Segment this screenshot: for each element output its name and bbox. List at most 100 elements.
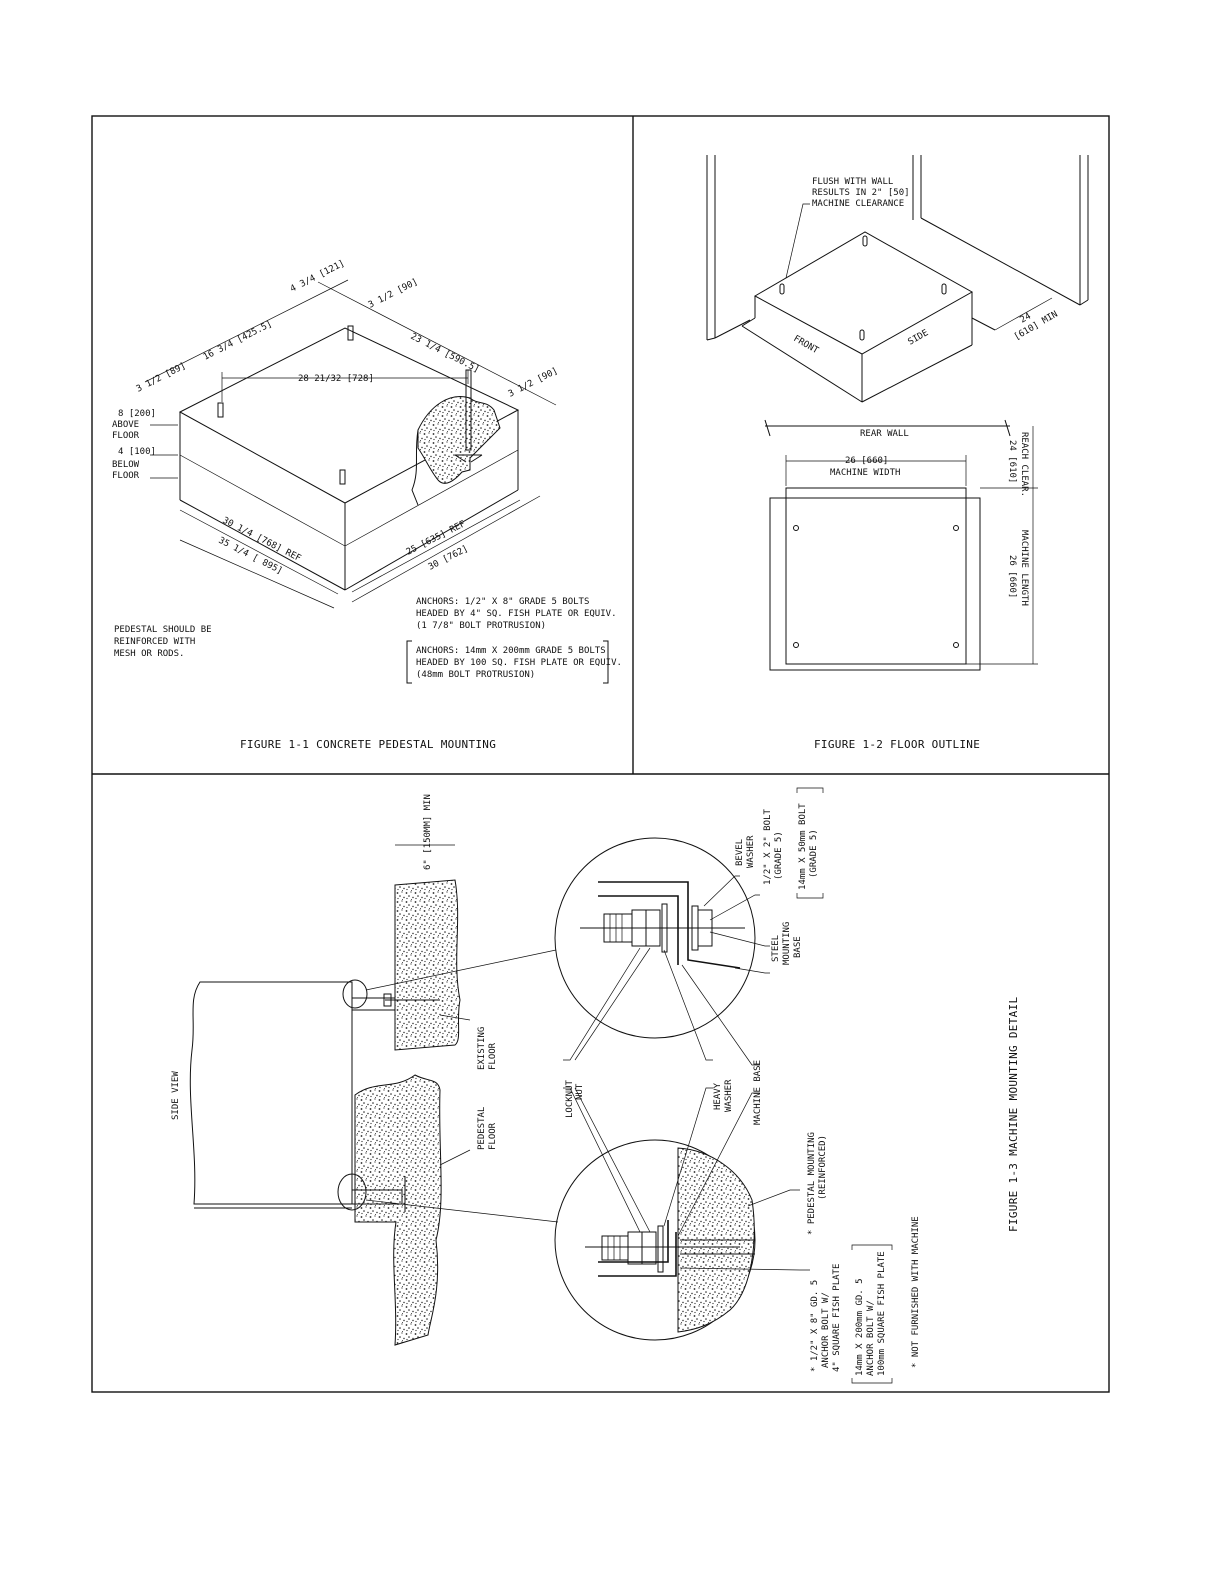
anchors-imperial-line: HEADED BY 4" SQ. FISH PLATE OR EQUIV.: [416, 609, 616, 619]
dim-24-min: 24 [610] MIN: [994, 297, 1060, 343]
anchor-imperial-line: ANCHOR BOLT W/: [821, 1292, 831, 1368]
anchor-bolt-symbols: [217, 325, 483, 485]
bolt-metric-line: (GRADE 5): [809, 829, 819, 878]
anchor-metric-line: ANCHOR BOLT W/: [866, 1300, 876, 1376]
side-view-label: SIDE VIEW: [171, 1071, 181, 1120]
machine-width-label: MACHINE WIDTH: [830, 468, 900, 478]
dim-above-value: 8 [200]: [118, 409, 156, 419]
fig1-dimension-lines: [144, 279, 557, 609]
pedestal-floor-line: FLOOR: [488, 1122, 498, 1150]
dim-below-value: 4 [100]: [118, 447, 156, 457]
pedestal-mounting-line: (REINFORCED): [818, 1135, 828, 1200]
pedestal-note-line: REINFORCED WITH: [114, 637, 195, 647]
dim-30: 30 [762]: [427, 544, 470, 573]
existing-floor-line: FLOOR: [488, 1042, 498, 1070]
existing-floor-label: EXISTING FLOOR: [477, 1027, 498, 1070]
machine-base-label: MACHINE BASE: [753, 1060, 763, 1125]
machine-length-value: 26 [660]: [1007, 555, 1017, 598]
bevel-washer-line: WASHER: [746, 835, 756, 868]
locknut-label: LOCKNUT: [565, 1079, 575, 1118]
pedestal-note-line: PEDESTAL SHOULD BE: [114, 625, 212, 635]
dim-4-3-4: 4 3/4 [121]: [289, 259, 347, 295]
anchor-imperial-line: * 1/2" X 8" GD. 5: [810, 1280, 820, 1372]
figure-1-2-floor-outline: FRONT SIDE FLUSH WITH WALL RESULTS IN 2"…: [706, 155, 1089, 751]
anchors-imperial-line: (1 7/8" BOLT PROTRUSION): [416, 621, 546, 631]
dim-below-label-2: FLOOR: [112, 471, 140, 481]
dim-23-1-4: 23 1/4 [590.5]: [409, 332, 481, 375]
heavy-washer-label: HEAVY WASHER: [713, 1079, 734, 1112]
figure-1-2-caption: FIGURE 1-2 FLOOR OUTLINE: [814, 738, 980, 751]
figure-1-1-caption: FIGURE 1-1 CONCRETE PEDESTAL MOUNTING: [240, 738, 496, 751]
dim-3-1-2-right: 3 1/2 [90]: [507, 366, 560, 400]
side-label: SIDE: [907, 328, 931, 348]
anchors-metric-line: HEADED BY 100 SQ. FISH PLATE OR EQUIV.: [416, 658, 622, 668]
dim-6-min: 6" [150MM] MIN: [423, 794, 433, 870]
existing-floor-slab: 6" [150MM] MIN: [342, 794, 461, 1051]
heavy-washer-line: HEAVY: [713, 1082, 723, 1110]
anchors-metric-note: ANCHORS: 14mm X 200mm GRADE 5 BOLTS HEAD…: [406, 640, 622, 684]
dim-above-label-2: FLOOR: [112, 431, 140, 441]
detail-circle-upper: [554, 837, 756, 1039]
figure-1-3-caption: FIGURE 1-3 MACHINE MOUNTING DETAIL: [1007, 997, 1020, 1232]
dim-24-min-unit: [610] MIN: [1013, 310, 1060, 343]
anchor-metric-line: 100mm SQUARE FISH PLATE: [877, 1251, 887, 1376]
bolt-metric-label: 14mm X 50mm BOLT (GRADE 5): [796, 787, 824, 899]
callout-leaders: [563, 875, 810, 1271]
existing-floor-line: EXISTING: [477, 1027, 487, 1070]
anchor-imperial-label: * 1/2" X 8" GD. 5 ANCHOR BOLT W/ 4" SQUA…: [810, 1264, 842, 1372]
bevel-washer-line: BEVEL: [735, 839, 745, 866]
figure-1-1-pedestal: 4 3/4 [121] 3 1/2 [90] 16 3/4 [425.5] 23…: [112, 259, 622, 751]
front-label: FRONT: [792, 334, 821, 356]
machine-side-view: SIDE VIEW: [171, 981, 353, 1209]
flush-note: FLUSH WITH WALL RESULTS IN 2" [50] MACHI…: [785, 177, 910, 279]
anchor-metric-line: 14mm X 200mm GD. 5: [855, 1278, 865, 1376]
sheet-frame: [91, 115, 1110, 1393]
bevel-washer-label: BEVEL WASHER: [735, 835, 756, 868]
steel-base-line: BASE: [793, 936, 803, 958]
bolt-imperial-label: 1/2" X 2" BOLT (GRADE 5): [763, 809, 784, 885]
dim-above-label-1: ABOVE: [112, 420, 139, 430]
pedestal-floor-label: PEDESTAL FLOOR: [477, 1107, 498, 1150]
nut-label: NUT: [575, 1083, 585, 1100]
bolt-imperial-line: (GRADE 5): [774, 831, 784, 880]
heavy-washer-line: WASHER: [724, 1079, 734, 1112]
dim-24-min-value: 24: [1019, 312, 1033, 326]
steel-base-line: MOUNTING: [782, 922, 792, 965]
pedestal-floor-line: PEDESTAL: [477, 1107, 487, 1150]
anchors-metric-line: ANCHORS: 14mm X 200mm GRADE 5 BOLTS: [416, 646, 606, 656]
steel-mounting-base-label: STEEL MOUNTING BASE: [771, 922, 803, 965]
pedestal-floor-slab: [337, 1074, 442, 1346]
pedestal-block: [178, 327, 520, 591]
anchor-metric-label: 14mm X 200mm GD. 5 ANCHOR BOLT W/ 100mm …: [851, 1244, 893, 1384]
figure-1-3-mounting-detail: SIDE VIEW 6" [150MM] MIN EXISTING: [171, 787, 1020, 1384]
pedestal-mounting-label: * PEDESTAL MOUNTING (REINFORCED): [807, 1132, 828, 1235]
bolt-metric-line: 14mm X 50mm BOLT: [798, 803, 808, 890]
locknut-nut-labels: LOCKNUT NUT: [565, 1079, 585, 1118]
machine-base-iso: [741, 231, 996, 403]
dim-3-1-2-top: 3 1/2 [90]: [367, 277, 420, 311]
steel-base-line: STEEL: [771, 935, 781, 962]
anchor-imperial-line: 4" SQUARE FISH PLATE: [832, 1264, 842, 1372]
detail-circle-lower: [554, 1139, 756, 1341]
not-furnished-note: * NOT FURNISHED WITH MACHINE: [911, 1216, 921, 1368]
flush-note-line: FLUSH WITH WALL: [812, 177, 893, 187]
machine-width-value: 26 [660]: [845, 456, 888, 466]
anchors-imperial-note: ANCHORS: 1/2" X 8" GRADE 5 BOLTS HEADED …: [416, 597, 616, 631]
dim-28-21-32: 28 21/32 [728]: [298, 374, 374, 384]
concrete-cutaway: [417, 396, 501, 484]
anchors-imperial-line: ANCHORS: 1/2" X 8" GRADE 5 BOLTS: [416, 597, 589, 607]
dim-3-1-2-left: 3 1/2 [89]: [135, 361, 188, 395]
anchors-metric-line: (48mm BOLT PROTRUSION): [416, 670, 535, 680]
pedestal-note: PEDESTAL SHOULD BE REINFORCED WITH MESH …: [114, 625, 212, 659]
floor-plan: REAR WALL 26 [660] MACHINE WIDTH REACH C…: [764, 419, 1038, 671]
reach-clear-label: REACH CLEAR.: [1019, 432, 1029, 497]
flush-note-line: RESULTS IN 2" [50]: [812, 188, 910, 198]
pedestal-note-line: MESH OR RODS.: [114, 649, 184, 659]
walls: [706, 155, 1089, 341]
dim-16-3-4: 16 3/4 [425.5]: [202, 319, 274, 362]
reach-clear-value: 24 [610]: [1007, 440, 1017, 483]
flush-note-line: MACHINE CLEARANCE: [812, 199, 904, 209]
bolt-imperial-line: 1/2" X 2" BOLT: [763, 809, 773, 885]
rear-wall-label: REAR WALL: [860, 429, 909, 439]
